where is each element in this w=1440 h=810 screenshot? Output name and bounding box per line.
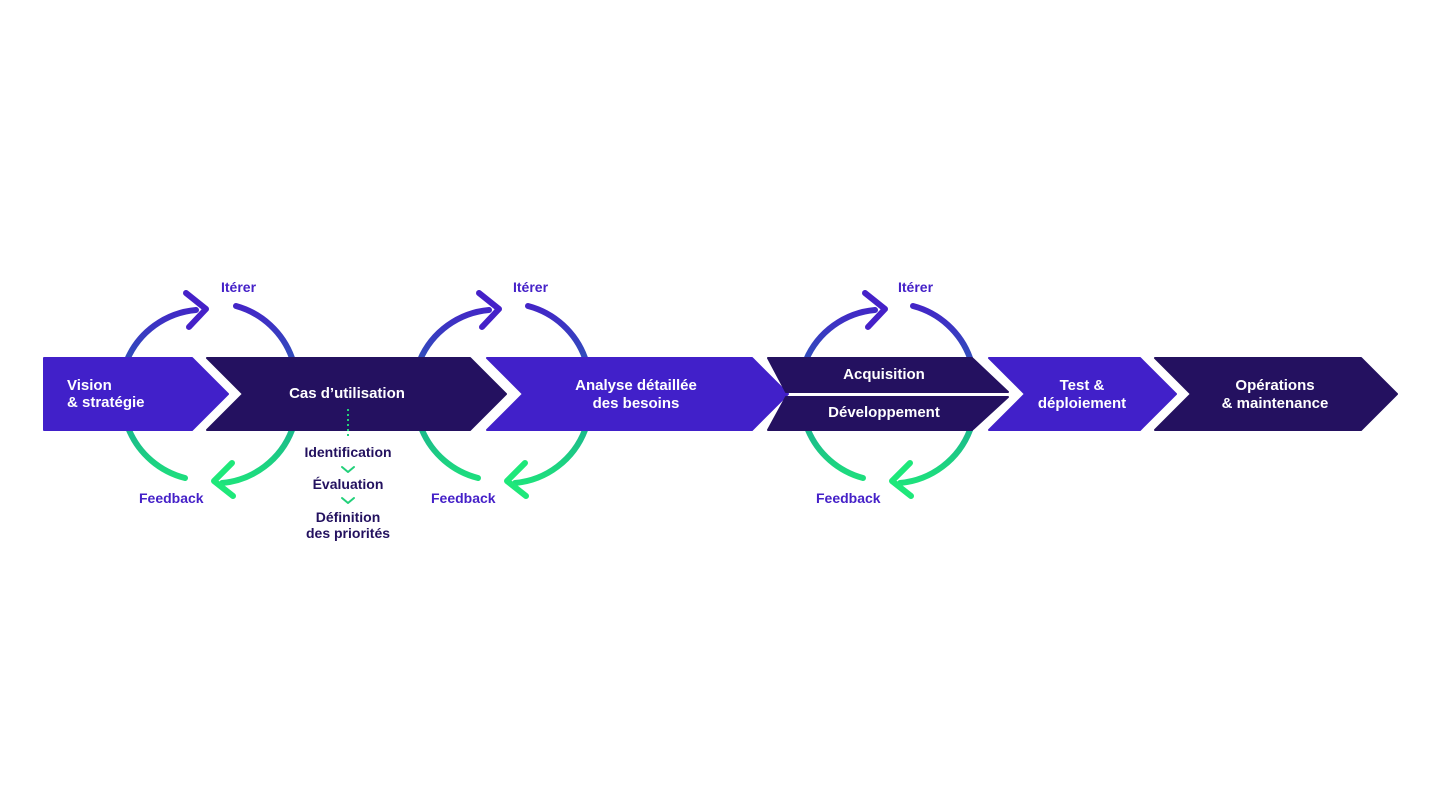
iterate-return-arc-icon: [910, 303, 973, 361]
iterate-return-arc-icon: [233, 303, 295, 361]
feedback-arc-icon: [897, 427, 973, 486]
sub-step-label: Définition: [316, 509, 381, 525]
step-operations: Opérations & maintenance: [1154, 357, 1398, 431]
feedback-return-arc-icon: [126, 427, 188, 481]
step-shape-bottom: [767, 396, 1009, 431]
feedback-arrowhead-icon: [211, 460, 236, 499]
feedback-label: Feedback: [431, 490, 496, 506]
step-label: Opérations: [1235, 377, 1314, 394]
iterate-arrowhead-icon: [183, 290, 209, 330]
step-label: Développement: [828, 404, 940, 421]
feedback-arc-icon: [512, 427, 588, 486]
step-label: déploiement: [1038, 395, 1126, 412]
iterate-label: Itérer: [221, 279, 257, 295]
use-case-sub-steps: Identification Évaluation Définition des…: [304, 409, 392, 541]
feedback-arrowhead-icon: [889, 460, 914, 499]
step-analysis: Analyse détaillée des besoins: [486, 357, 789, 431]
step-test-deploy: Test & déploiement: [988, 357, 1177, 431]
step-shape: [1154, 357, 1398, 431]
feedback-label: Feedback: [816, 490, 881, 506]
loop-2: [417, 290, 588, 499]
iterate-label: Itérer: [898, 279, 934, 295]
loop-3: [803, 290, 973, 499]
step-label: des besoins: [593, 395, 680, 412]
sub-step-label: des priorités: [306, 525, 390, 541]
step-shape: [43, 357, 229, 431]
iterate-arrowhead-icon: [476, 290, 502, 330]
step-label: & maintenance: [1222, 395, 1329, 412]
step-shape: [486, 357, 789, 431]
step-label: Cas d’utilisation: [289, 385, 405, 402]
loop-1: [124, 290, 295, 499]
step-vision: Vision & stratégie: [43, 357, 229, 431]
step-shape: [988, 357, 1177, 431]
sub-step-label: Évaluation: [313, 476, 384, 492]
feedback-arrowhead-icon: [504, 460, 529, 499]
step-shape-top: [767, 357, 1009, 393]
step-use-cases: Cas d’utilisation: [206, 357, 507, 431]
feedback-return-arc-icon: [419, 427, 481, 481]
step-label: Acquisition: [843, 366, 925, 383]
feedback-return-arc-icon: [805, 427, 866, 481]
iterate-return-arc-icon: [525, 303, 588, 361]
iterate-arc-icon: [417, 307, 492, 363]
iterate-label: Itérer: [513, 279, 549, 295]
sub-step-label: Identification: [304, 444, 391, 460]
step-label: & stratégie: [67, 394, 145, 411]
step-label: Vision: [67, 377, 112, 394]
step-label: Analyse détaillée: [575, 377, 697, 394]
step-acquisition-development: Acquisition Développement: [767, 357, 1009, 431]
loop-labels: Itérer Feedback Itérer Feedback Itérer F…: [139, 279, 934, 506]
feedback-label: Feedback: [139, 490, 204, 506]
iterate-arrowhead-icon: [862, 290, 888, 330]
step-shape: [206, 357, 507, 431]
feedback-arc-icon: [219, 427, 295, 486]
chevron-down-icon: [341, 466, 355, 473]
iterate-arc-icon: [124, 307, 199, 363]
chevron-down-icon: [341, 497, 355, 504]
step-label: Test &: [1060, 377, 1105, 394]
iterate-arc-icon: [803, 307, 878, 363]
